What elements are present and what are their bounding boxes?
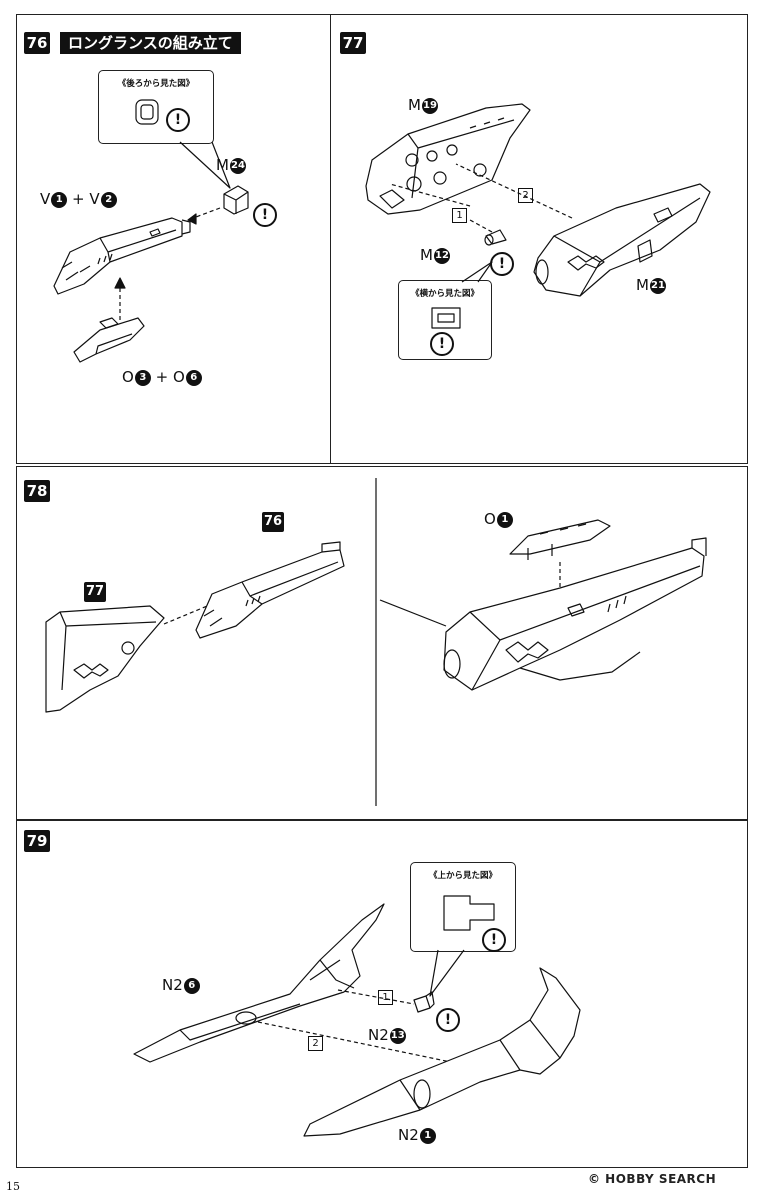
warning-icon: ! (166, 108, 190, 132)
part-o3-o6-drawing (73, 317, 145, 363)
callout-title: 《後ろから見た図》 (117, 79, 195, 89)
part-number-badge: 2 (100, 191, 117, 208)
part-number-badge: 19 (421, 97, 438, 114)
part-n2-1-drawing (303, 967, 581, 1137)
part-number-badge: 13 (389, 1027, 406, 1044)
callout-pointer (179, 141, 231, 189)
warning-icon: ! (436, 1008, 460, 1032)
insertion-arrow (257, 1021, 471, 1067)
part-m21-drawing (533, 183, 711, 297)
insertion-arrow (337, 989, 415, 1005)
part-number-badge: 1 (496, 511, 513, 528)
sequence-number-2: 2 (308, 1036, 323, 1051)
part-number-badge: 1 (51, 191, 68, 208)
step-number-76: 76 (24, 32, 50, 54)
step-number-77: 77 (340, 32, 366, 54)
step-77-assembly-drawing (45, 605, 165, 713)
warning-icon: ! (253, 203, 277, 227)
step-number-79: 79 (24, 830, 50, 852)
side-view-part-drawing (431, 307, 461, 329)
page-number: 15 (6, 1180, 20, 1193)
callout-title: 《上から見た図》 (428, 871, 497, 881)
part-m19-drawing (365, 103, 531, 215)
step-reference-76: 76 (262, 512, 284, 532)
part-number-badge: 6 (183, 977, 200, 994)
step-reference-77: 77 (84, 582, 106, 602)
part-number-badge: 1 (419, 1127, 436, 1144)
combined-assembly-drawing (443, 537, 707, 691)
warning-icon: ! (482, 928, 506, 952)
part-v1-v2-drawing (53, 217, 191, 295)
part-m24-drawing (223, 185, 249, 215)
part-o1-drawing (509, 519, 611, 560)
step-number-78: 78 (24, 480, 50, 502)
callout-pointer (461, 261, 493, 283)
step-76-title: ロングランスの組み立て (60, 32, 241, 54)
zoom-guide-line (379, 599, 447, 627)
callout-pointer (429, 949, 465, 997)
insertion-arrow (455, 163, 573, 219)
part-number-badge: 21 (649, 277, 666, 294)
top-view-part-drawing (443, 895, 495, 931)
part-number-badge: 3 (134, 369, 151, 386)
part-n2-13-drawing (413, 991, 435, 1013)
sequence-number-1: 1 (378, 990, 393, 1005)
insertion-arrow (163, 603, 213, 625)
part-number-badge: 6 (185, 369, 202, 386)
sequence-number-2: 2 (518, 188, 533, 203)
watermark-text: © HOBBY SEARCH (588, 1172, 717, 1186)
callout-title: 《横から見た図》 (410, 289, 479, 299)
rear-view-callout: 《後ろから見た図》 (98, 70, 214, 144)
step-76-assembly-drawing (195, 541, 345, 639)
insertion-arrow (469, 219, 493, 233)
warning-icon: ! (430, 332, 454, 356)
part-n2-6-drawing (133, 903, 385, 1063)
part-number-badge: 24 (229, 157, 246, 174)
part-number-badge: 12 (433, 247, 450, 264)
step-77-panel (330, 14, 748, 464)
arrow-head (187, 213, 197, 225)
rear-view-part-drawing (135, 99, 159, 125)
part-m12-drawing (484, 229, 507, 246)
arrow-head (114, 277, 126, 289)
sequence-number-1: 1 (452, 208, 467, 223)
